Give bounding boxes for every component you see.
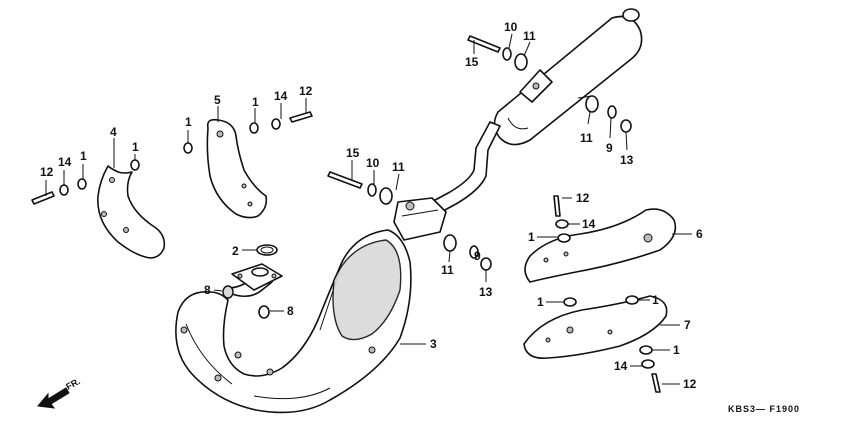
label-12: 12: [299, 84, 313, 98]
exhaust-flange: [231, 263, 283, 291]
label-1: 1: [132, 140, 139, 154]
label-13: 13: [479, 285, 493, 299]
label-10: 10: [366, 156, 380, 170]
expansion-chamber: [175, 229, 412, 414]
label-9: 9: [606, 141, 613, 155]
label-1: 1: [80, 149, 87, 163]
label-11: 11: [441, 263, 454, 277]
label-14: 14: [614, 359, 628, 373]
connecting-pipe: [393, 121, 501, 241]
label-5: 5: [214, 93, 221, 107]
part-labels: 12 14 1 4 1 1 5 1 14 12 15 10 11 15 10 1…: [40, 20, 703, 391]
label-11: 11: [392, 160, 405, 174]
label-1: 1: [252, 95, 259, 109]
front-label: FR.: [64, 376, 81, 392]
label-15: 15: [465, 55, 479, 69]
label-15: 15: [346, 146, 360, 160]
label-12: 12: [683, 377, 697, 391]
label-11: 11: [523, 29, 536, 43]
label-14: 14: [58, 155, 72, 169]
label-13: 13: [620, 153, 634, 167]
label-10: 10: [504, 20, 518, 34]
label-2: 2: [232, 244, 239, 258]
heat-guard-right: [524, 208, 677, 283]
label-14: 14: [582, 217, 596, 231]
heat-guard-lower: [523, 295, 668, 360]
label-1: 1: [185, 115, 192, 129]
label-6: 6: [696, 227, 703, 241]
label-7: 7: [684, 318, 691, 332]
heat-guard-left: [97, 165, 166, 259]
label-3: 3: [430, 337, 437, 351]
label-11: 11: [580, 131, 593, 145]
front-arrow-icon: [37, 387, 70, 409]
label-4: 4: [110, 125, 117, 139]
front-direction-indicator: FR.: [37, 376, 82, 409]
leader-lines: [45, 33, 692, 385]
label-12: 12: [40, 165, 54, 179]
label-8: 8: [204, 283, 211, 297]
gasket: [256, 244, 278, 256]
drawing-code: KBS3— F1900: [728, 404, 800, 414]
label-1: 1: [652, 293, 659, 307]
label-12: 12: [576, 191, 590, 205]
label-9: 9: [474, 249, 481, 263]
muffler: [493, 8, 643, 146]
label-1: 1: [528, 230, 535, 244]
heat-guard-upper: [206, 118, 268, 219]
label-1: 1: [537, 295, 544, 309]
label-1: 1: [673, 343, 680, 357]
hardware: [31, 35, 661, 393]
label-8: 8: [287, 304, 294, 318]
label-14: 14: [274, 89, 288, 103]
